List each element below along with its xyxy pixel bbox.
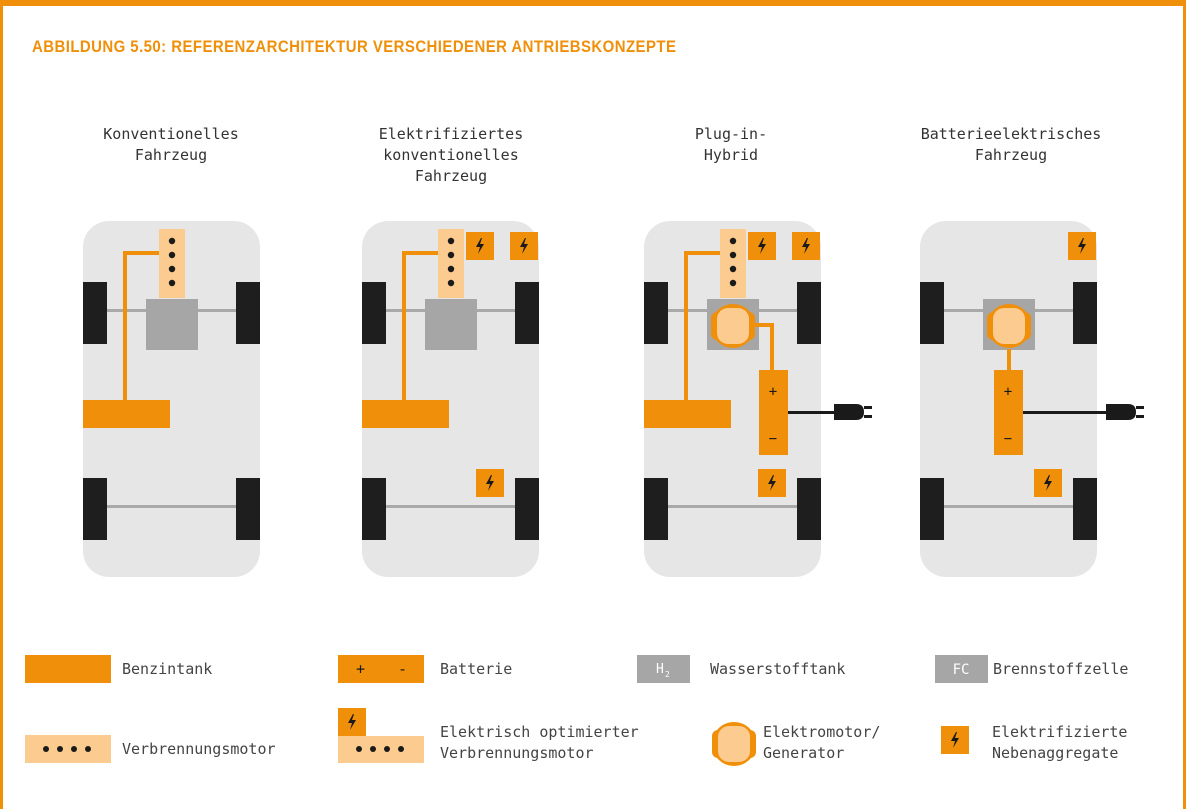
vehicle-electrified	[362, 221, 539, 577]
motor-generator-icon	[711, 304, 755, 348]
legend-h2-symbol: H	[656, 662, 664, 677]
plug-icon	[1106, 404, 1144, 420]
legend-label-benzintank: Benzintank	[122, 660, 213, 678]
legend-battery-minus: -	[398, 660, 407, 678]
battery: + −	[994, 370, 1023, 455]
wheel-rear-left	[362, 478, 386, 540]
vehicle-bev: + −	[920, 221, 1144, 577]
legend-swatch-h2: H 2	[637, 655, 690, 683]
legend-label-elektromotor: Elektromotor/ Generator	[763, 723, 881, 762]
wheel-rear-left	[83, 478, 107, 540]
wheel-front-left	[920, 282, 944, 344]
lightning-icon	[748, 232, 776, 260]
legend-swatch-batterie: + -	[338, 655, 424, 683]
legend-label-wasserstofftank: Wasserstofftank	[710, 660, 846, 678]
battery-plus: +	[769, 384, 777, 400]
battery-plus: +	[1004, 384, 1012, 400]
wheel-front-right	[797, 282, 821, 344]
power-line	[755, 323, 774, 370]
fuel-line	[684, 251, 720, 400]
wheel-front-right	[236, 282, 260, 344]
plug-icon	[834, 404, 872, 420]
legend-label-verbrennungsmotor: Verbrennungsmotor	[122, 740, 276, 758]
transmission	[425, 299, 477, 350]
wheel-rear-left	[920, 478, 944, 540]
vehicle-conventional	[83, 221, 260, 577]
fuel-tank	[362, 400, 449, 428]
vehicle-plugin-hybrid: + −	[644, 221, 872, 577]
legend-battery-plus: +	[356, 660, 365, 678]
fuel-tank	[83, 400, 170, 428]
vehicle-title-conventional: Konventionelles Fahrzeug	[103, 125, 239, 164]
legend-label-nebenaggregate: Elektrifizierte Nebenaggregate	[992, 723, 1128, 762]
transmission	[146, 299, 198, 350]
vehicle-title-electrified: Elektrifiziertes konventionelles Fahrzeu…	[378, 125, 524, 185]
battery-minus: −	[1004, 431, 1012, 447]
lightning-icon	[1068, 232, 1096, 260]
rear-axle	[920, 505, 1097, 508]
combustion-engine	[720, 229, 746, 298]
legend-swatch-benzintank	[25, 655, 111, 683]
lightning-icon	[758, 469, 786, 497]
charging-cable	[788, 411, 836, 414]
legend-label-brennstoffzelle: Brennstoffzelle	[993, 660, 1129, 678]
fuel-line	[402, 251, 438, 400]
rear-axle	[83, 505, 260, 508]
motor-generator-icon	[987, 304, 1031, 348]
wheel-rear-right	[797, 478, 821, 540]
wheel-front-right	[515, 282, 539, 344]
rear-axle	[644, 505, 821, 508]
lightning-icon	[1034, 469, 1062, 497]
legend-swatch-nebenaggregate	[941, 726, 969, 754]
wheel-front-left	[644, 282, 668, 344]
power-line	[1007, 349, 1011, 371]
fuel-tank	[644, 400, 731, 428]
lightning-icon	[466, 232, 494, 260]
rear-axle	[362, 505, 539, 508]
lightning-icon	[476, 469, 504, 497]
battery: + −	[759, 370, 788, 455]
legend-fc-symbol: FC	[953, 662, 970, 678]
wheel-rear-left	[644, 478, 668, 540]
lightning-icon	[792, 232, 820, 260]
legend-swatch-verbrennungsmotor	[25, 735, 111, 763]
lightning-icon	[510, 232, 538, 260]
combustion-engine	[159, 229, 185, 298]
wheel-front-left	[362, 282, 386, 344]
legend-label-batterie: Batterie	[440, 660, 513, 678]
charging-cable	[1023, 411, 1110, 414]
fuel-line	[123, 251, 159, 400]
legend-h2-subscript: 2	[665, 670, 670, 679]
wheel-front-right	[1073, 282, 1097, 344]
vehicle-title-plugin-hybrid: Plug-in- Hybrid	[694, 125, 768, 164]
legend-swatch-optimized-engine	[338, 708, 424, 763]
wheel-rear-right	[1073, 478, 1097, 540]
vehicle-title-bev: Batterieelektrisches Fahrzeug	[920, 125, 1102, 164]
wheel-front-left	[83, 282, 107, 344]
figure-title: ABBILDUNG 5.50: REFERENZARCHITEKTUR VERS…	[32, 37, 677, 56]
legend-swatch-fc: FC	[935, 655, 988, 683]
wheel-rear-right	[515, 478, 539, 540]
motor-generator-icon	[712, 722, 756, 766]
legend-label-elektrisch-optimiert: Elektrisch optimierter Verbrennungsmotor	[440, 723, 639, 762]
combustion-engine	[438, 229, 464, 298]
battery-minus: −	[769, 431, 777, 447]
wheel-rear-right	[236, 478, 260, 540]
